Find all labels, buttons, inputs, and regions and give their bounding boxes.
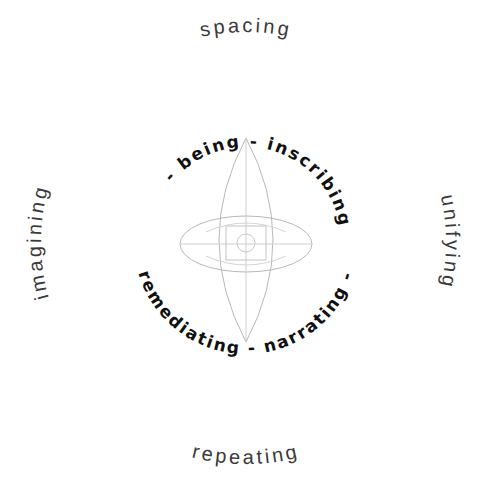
sketch-curve — [206, 223, 286, 265]
outer-word: spacing — [198, 14, 294, 41]
outer-word: spacing — [198, 14, 294, 41]
ring-text: - being - inscribing — [160, 131, 356, 229]
ring-text: remediating - narrating - — [134, 268, 357, 358]
outer-word: repeating — [190, 440, 301, 468]
axis-line — [246, 138, 247, 342]
lens-outline — [219, 138, 273, 342]
sketch-pupil — [237, 234, 255, 252]
outer-word: repeating — [190, 440, 301, 468]
outer-word: unifying — [437, 192, 464, 291]
sketch-frame — [226, 226, 266, 260]
outer-word: unifying — [437, 192, 464, 291]
outer-word: imagining — [23, 182, 53, 302]
ring-text: - being - inscribing — [160, 131, 356, 229]
outer-word: imagining — [23, 182, 53, 302]
axis-line — [180, 244, 312, 245]
ring-text: remediating - narrating - — [134, 268, 357, 358]
